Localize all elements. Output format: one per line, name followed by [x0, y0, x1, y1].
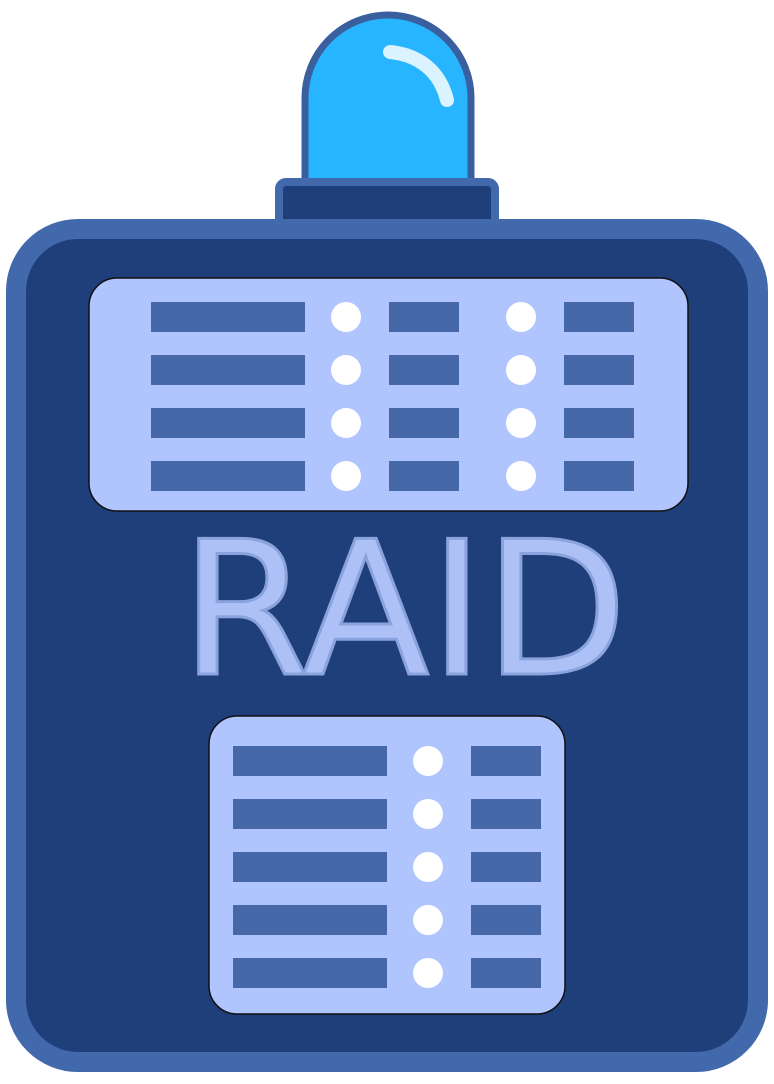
drive-bar [233, 958, 387, 988]
drive-bar-short [389, 408, 459, 438]
raid-label: RAID [180, 501, 627, 718]
status-led [413, 905, 443, 935]
beacon-dome [301, 11, 475, 189]
status-led [413, 799, 443, 829]
status-led [413, 746, 443, 776]
drive-bar-short [564, 408, 634, 438]
drive-bar-short [564, 355, 634, 385]
status-led [331, 355, 361, 385]
drive-row [151, 302, 634, 332]
drive-row [151, 461, 634, 491]
status-led [413, 958, 443, 988]
drive-row [233, 958, 541, 988]
drive-row [151, 408, 634, 438]
drive-row [233, 746, 541, 776]
drive-row [233, 852, 541, 882]
drive-bar [233, 852, 387, 882]
drive-bar [151, 408, 305, 438]
drive-bar-short [389, 355, 459, 385]
drive-bar [233, 905, 387, 935]
drive-bar [151, 355, 305, 385]
drive-bar-short [389, 461, 459, 491]
panel-top-frame [88, 277, 689, 512]
status-led [331, 302, 361, 332]
drive-bar-short [564, 461, 634, 491]
beacon-shine [383, 45, 454, 107]
status-led [506, 302, 536, 332]
panel-top-rows [151, 302, 634, 491]
drive-bar-short [471, 958, 541, 988]
drive-bar-short [564, 302, 634, 332]
drive-bar [233, 746, 387, 776]
status-led [413, 852, 443, 882]
drive-row [233, 799, 541, 829]
drive-bar-short [389, 302, 459, 332]
drive-bar [151, 461, 305, 491]
drive-bar-short [471, 799, 541, 829]
drive-bar [233, 799, 387, 829]
status-led [331, 408, 361, 438]
drive-bar-short [471, 905, 541, 935]
status-led [331, 461, 361, 491]
beacon-light [275, 11, 499, 248]
drive-bar [151, 302, 305, 332]
drive-bar-short [471, 746, 541, 776]
status-led [506, 461, 536, 491]
status-led [506, 355, 536, 385]
panel-bottom-rows [233, 746, 541, 988]
drive-bar-short [471, 852, 541, 882]
drive-row [151, 355, 634, 385]
drive-row [233, 905, 541, 935]
status-led [506, 408, 536, 438]
drive-panel-bottom [208, 715, 566, 1015]
drive-panel-top [88, 277, 689, 512]
